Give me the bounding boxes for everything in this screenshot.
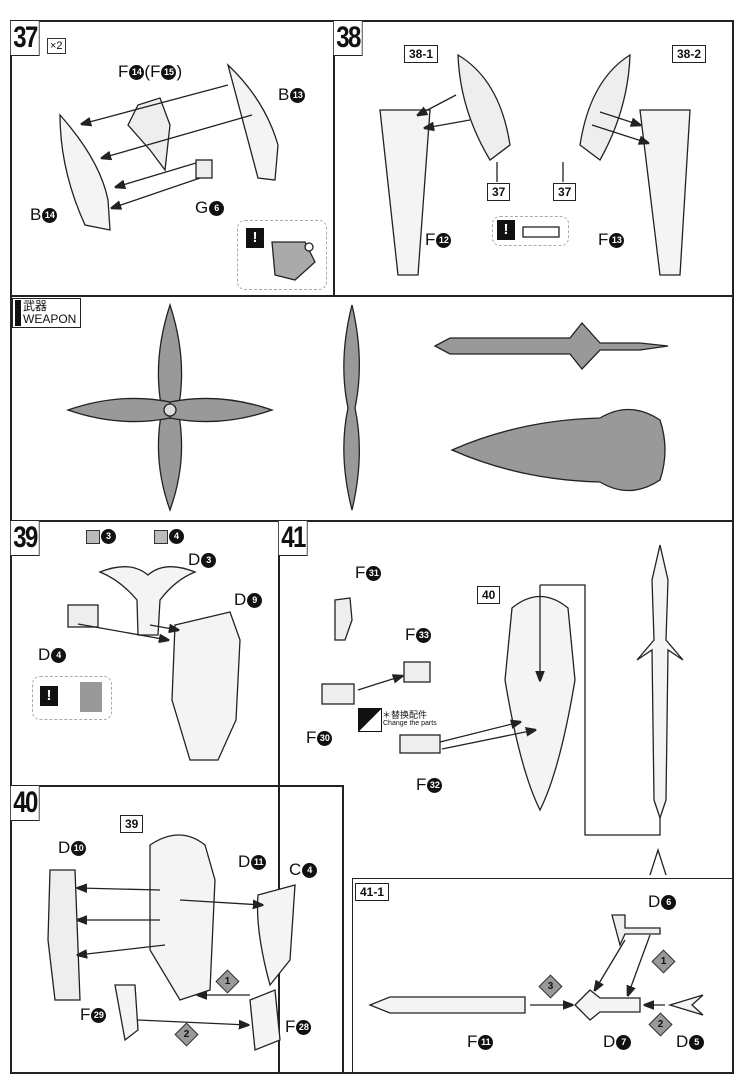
sticker-marker-4: 4 <box>154 529 184 544</box>
weapon-double-blade <box>343 304 360 511</box>
substep-41-1: 41-1 <box>355 883 390 901</box>
panel-step-41-1 <box>352 878 734 1074</box>
part-c4 <box>256 884 296 987</box>
part-d9 <box>171 611 241 761</box>
warning-icon: ! <box>246 228 264 248</box>
step-number-37: 37 <box>10 20 40 56</box>
part-37-left <box>457 53 511 161</box>
part-f31 <box>334 597 353 641</box>
part-d4 <box>67 604 99 628</box>
weapon-title-en: WEAPON <box>23 312 77 326</box>
part-f11 <box>368 996 526 1014</box>
sticker-marker-3: 3 <box>86 529 116 544</box>
weapon-heading: 武器 WEAPON <box>12 298 82 328</box>
ref-step-40: 40 <box>477 586 501 604</box>
ref-step-37-left: 37 <box>487 183 511 201</box>
part-d3 <box>98 566 197 636</box>
step-number-41: 41 <box>278 520 308 556</box>
part-40-shield <box>504 595 576 812</box>
step-number-39: 39 <box>10 520 40 556</box>
warning-icon: ! <box>497 220 515 240</box>
weapon-title-cn: 武器 <box>23 299 48 313</box>
part-37-right <box>579 53 631 161</box>
part-f14 <box>127 97 171 172</box>
part-f32 <box>399 734 441 754</box>
part-f28 <box>249 989 281 1051</box>
caution-note-38 <box>492 216 569 246</box>
warning-icon: ! <box>40 686 58 706</box>
part-f30 <box>321 683 355 705</box>
ref-step-39: 39 <box>120 815 144 833</box>
quantity-badge: ×2 <box>47 38 66 54</box>
part-f12 <box>379 109 431 276</box>
part-b14 <box>59 113 111 231</box>
part-39-body <box>149 834 216 1001</box>
part-d7 <box>574 989 641 1021</box>
part-d5 <box>667 994 704 1016</box>
ref-step-37-right: 37 <box>553 183 577 201</box>
part-sword <box>636 544 684 821</box>
heading-bar <box>15 300 21 326</box>
substep-38-2: 38-2 <box>672 45 707 63</box>
panel-step-40 <box>10 785 344 1074</box>
caution-note-39 <box>32 676 112 720</box>
part-d6 <box>611 914 661 947</box>
step-number-38: 38 <box>333 20 363 56</box>
weapon-shuriken <box>66 302 274 512</box>
part-d10 <box>47 869 81 1001</box>
part-f33 <box>403 661 431 683</box>
substep-38-1: 38-1 <box>404 45 439 63</box>
step-number-40: 40 <box>10 785 40 821</box>
caution-note-37 <box>237 220 327 290</box>
part-f13 <box>639 109 691 276</box>
weapon-shield <box>450 408 666 492</box>
part-f29 <box>114 984 139 1042</box>
part-b13 <box>226 62 279 181</box>
weapon-sword <box>433 321 669 370</box>
change-parts-cn: ＊替换配件 <box>382 710 428 720</box>
part-g6 <box>195 159 213 179</box>
change-parts-icon <box>358 708 382 732</box>
change-parts-en: Change the parts <box>383 720 437 727</box>
